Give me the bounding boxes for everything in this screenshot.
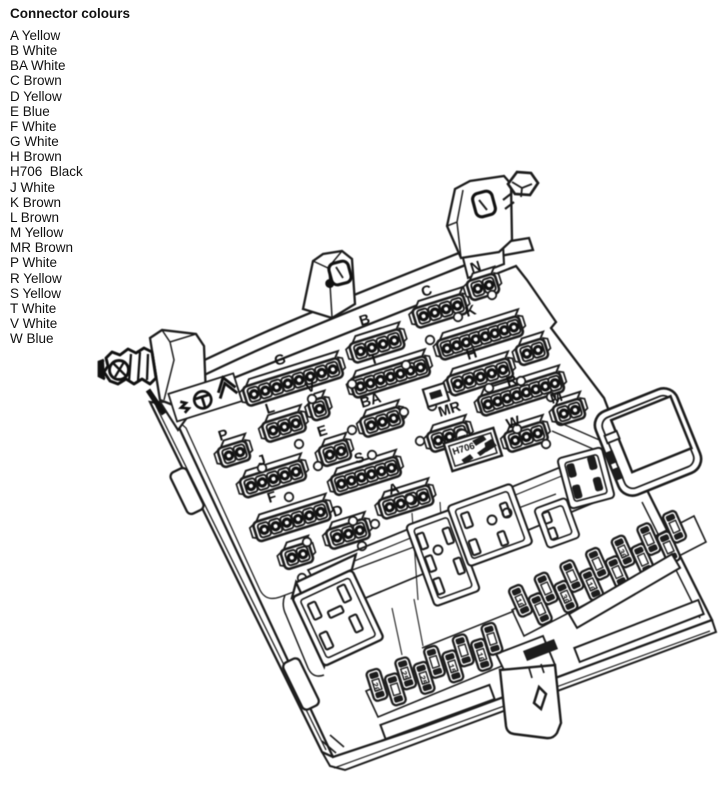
svg-text:K: K [463,302,478,321]
svg-text:N: N [468,258,483,276]
svg-text:M: M [548,389,564,408]
svg-text:15: 15 [445,663,457,675]
svg-text:E: E [315,423,329,441]
svg-text:G: G [272,351,288,370]
svg-text:30: 30 [616,548,628,561]
svg-text:W: W [504,413,522,432]
svg-text:MR: MR [436,399,463,421]
svg-text:30: 30 [558,593,570,606]
svg-text:F: F [265,489,278,507]
svg-text:H: H [464,345,479,363]
svg-text:25: 25 [398,670,410,682]
svg-text:L: L [263,400,276,418]
svg-text:P: P [216,427,230,445]
svg-text:20: 20 [369,681,381,693]
svg-text:10: 10 [474,651,486,663]
svg-text:B: B [357,311,372,329]
svg-text:C: C [419,282,434,301]
svg-text:BA: BA [358,390,383,412]
svg-text:10: 10 [513,597,525,610]
svg-text:D: D [330,502,345,520]
svg-text:25: 25 [417,674,429,686]
svg-text:10: 10 [584,581,596,594]
